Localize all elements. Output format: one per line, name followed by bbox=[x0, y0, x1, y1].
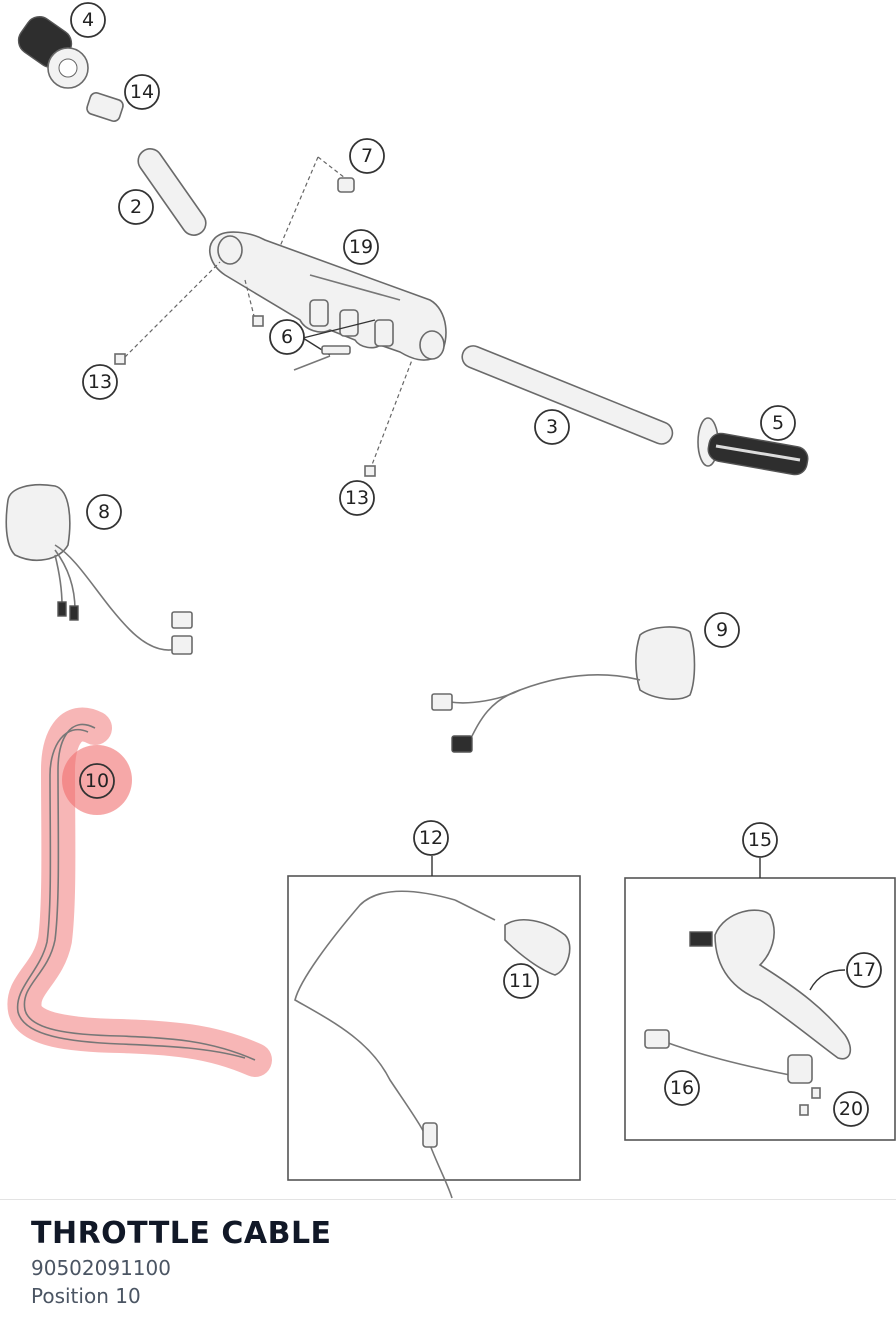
svg-text:7: 7 bbox=[361, 145, 373, 167]
svg-text:16: 16 bbox=[670, 1077, 694, 1099]
callout-10-highlight bbox=[62, 745, 132, 815]
callout-16[interactable]: 16 bbox=[664, 1070, 700, 1106]
svg-text:8: 8 bbox=[98, 501, 110, 523]
svg-text:13: 13 bbox=[88, 371, 112, 393]
sleeve[interactable] bbox=[85, 91, 124, 122]
callout-12[interactable]: 12 bbox=[413, 820, 449, 856]
svg-text:17: 17 bbox=[852, 959, 876, 981]
callout-13-right[interactable]: 13 bbox=[339, 480, 375, 516]
bolt-7[interactable] bbox=[337, 177, 355, 193]
svg-text:10: 10 bbox=[85, 770, 109, 792]
svg-text:14: 14 bbox=[130, 81, 154, 103]
part-number: 90502091100 bbox=[31, 1256, 171, 1280]
svg-text:13: 13 bbox=[345, 487, 369, 509]
throttle-cable-highlight[interactable] bbox=[7, 707, 272, 1077]
part-position: Position 10 bbox=[31, 1284, 141, 1308]
switch-left[interactable] bbox=[5, 484, 193, 655]
callout-11[interactable]: 11 bbox=[503, 963, 539, 999]
lever-switch[interactable] bbox=[644, 1029, 821, 1116]
callout-8[interactable]: 8 bbox=[86, 494, 122, 530]
switch-right[interactable] bbox=[431, 626, 696, 753]
callout-15[interactable]: 15 bbox=[742, 822, 778, 858]
assembly-box-12 bbox=[287, 875, 581, 1181]
svg-text:3: 3 bbox=[546, 416, 558, 438]
grip-right[interactable] bbox=[697, 417, 810, 476]
callout-7[interactable]: 7 bbox=[349, 138, 385, 174]
svg-text:12: 12 bbox=[419, 827, 443, 849]
callout-20[interactable]: 20 bbox=[833, 1091, 869, 1127]
throttle-cable[interactable] bbox=[23, 723, 256, 1061]
part-info-panel: THROTTLE CABLE 90502091100 Position 10 bbox=[31, 1214, 332, 1310]
svg-text:4: 4 bbox=[82, 9, 94, 31]
callout-10[interactable]: 10 bbox=[79, 763, 115, 799]
divider bbox=[0, 1199, 896, 1200]
callout-6[interactable]: 6 bbox=[269, 319, 305, 355]
callout-3[interactable]: 3 bbox=[534, 409, 570, 445]
throttle-tube[interactable] bbox=[133, 144, 210, 240]
handlebar-tube[interactable] bbox=[459, 343, 676, 448]
svg-text:11: 11 bbox=[509, 970, 533, 992]
svg-text:6: 6 bbox=[281, 326, 293, 348]
callout-19[interactable]: 19 bbox=[343, 229, 379, 265]
callout-5[interactable]: 5 bbox=[760, 405, 796, 441]
svg-text:20: 20 bbox=[839, 1098, 863, 1120]
callout-13-left[interactable]: 13 bbox=[82, 364, 118, 400]
callout-17[interactable]: 17 bbox=[846, 952, 882, 988]
cable-end-cap[interactable] bbox=[504, 919, 571, 976]
clutch-lever[interactable] bbox=[714, 909, 852, 1060]
clutch-cable[interactable] bbox=[294, 890, 456, 1199]
svg-text:19: 19 bbox=[349, 236, 373, 258]
exploded-view: 4 14 7 2 19 6 13 5 3 8 13 9 10 12 15 17 … bbox=[5, 2, 896, 1199]
callout-9[interactable]: 9 bbox=[704, 612, 740, 648]
svg-text:9: 9 bbox=[716, 619, 728, 641]
callout-14[interactable]: 14 bbox=[124, 74, 160, 110]
handlebar-clamp[interactable] bbox=[209, 231, 447, 361]
svg-text:5: 5 bbox=[772, 412, 784, 434]
callout-2[interactable]: 2 bbox=[118, 189, 154, 225]
callout-4[interactable]: 4 bbox=[70, 2, 106, 38]
part-name: THROTTLE CABLE bbox=[31, 1216, 332, 1251]
grip-left[interactable] bbox=[13, 11, 89, 89]
svg-text:2: 2 bbox=[130, 196, 142, 218]
parts-diagram: 4 14 7 2 19 6 13 5 3 8 13 9 10 12 15 17 … bbox=[5, 2, 896, 1199]
svg-text:15: 15 bbox=[748, 829, 772, 851]
